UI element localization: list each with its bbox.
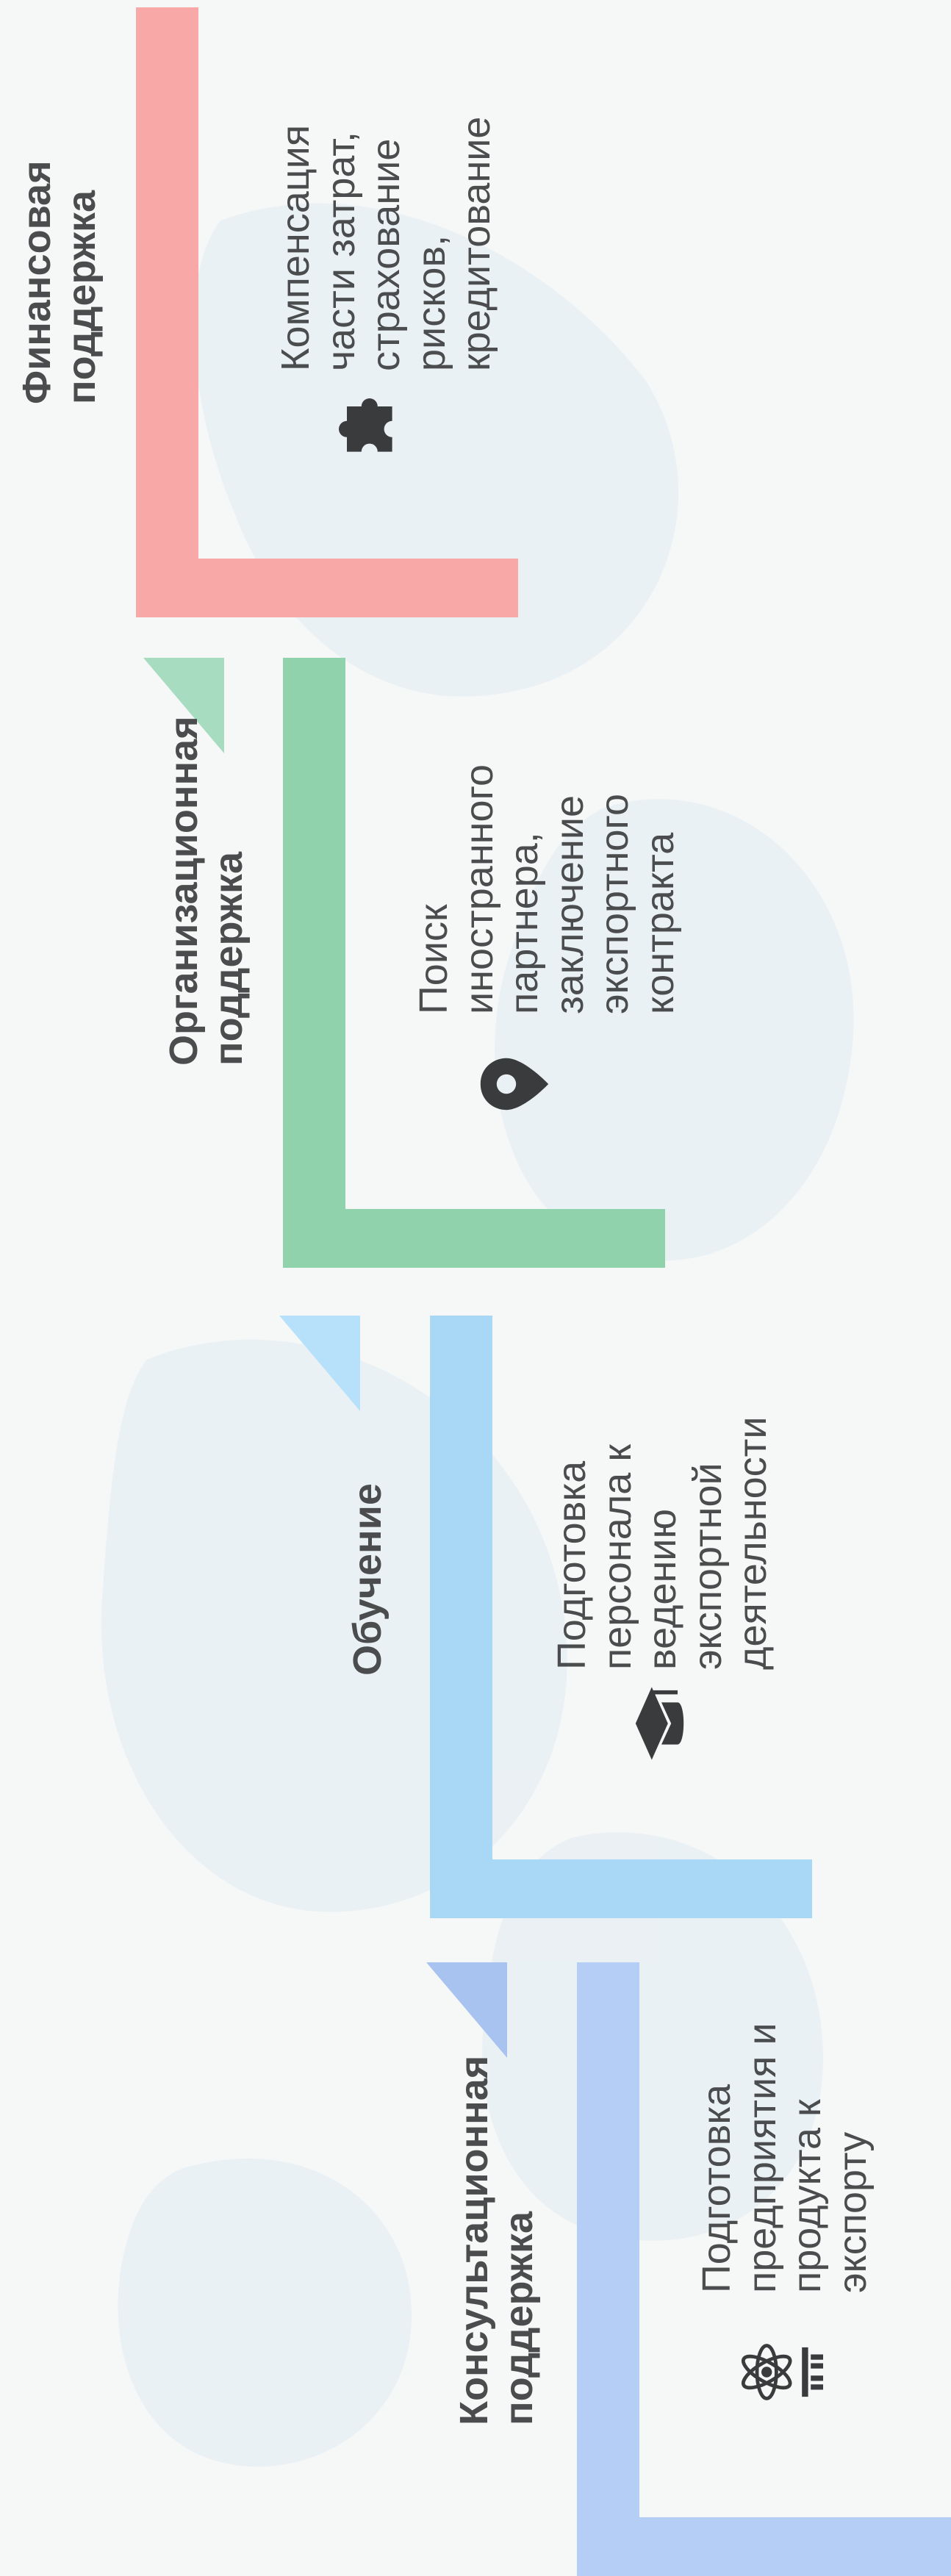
organizational-desc-line-1: Поиск	[412, 904, 456, 1014]
financial-title-line-2: поддержка	[60, 190, 104, 404]
organizational-desc-line-2: иностранного	[456, 764, 501, 1014]
financial-desc-line-1: Компенсация	[273, 124, 317, 371]
organizational-desc-line-4: заключение	[547, 794, 592, 1014]
training-desc-line-3: ведению	[640, 1509, 685, 1670]
organizational-bar-base	[283, 1209, 665, 1268]
organizational-desc-line-5: экспортного	[592, 793, 637, 1014]
consulting-title: Консультационная поддержка	[452, 2056, 542, 2425]
organizational-description: Поиск иностранного партнера, заключение …	[412, 764, 683, 1014]
consulting-desc-line-3: продукта к	[785, 2099, 830, 2293]
organizational-title-line-1: Организационная	[162, 716, 206, 1066]
training-desc-line-5: деятельности	[731, 1416, 775, 1670]
training-description: Подготовка персонала к ведению экспортно…	[550, 1416, 776, 1670]
training-bar-main	[430, 1316, 492, 1918]
training-title: Обучение	[345, 1483, 390, 1676]
consulting-desc-line-1: Подготовка	[695, 2084, 739, 2293]
puzzle-icon	[331, 382, 412, 463]
financial-bar-main	[136, 7, 198, 617]
consulting-desc-line-4: экспорту	[830, 2131, 875, 2293]
financial-desc-line-5: кредитование	[454, 116, 499, 371]
organizational-title: Организационная поддержка	[162, 716, 251, 1066]
organizational-title-line-2: поддержка	[207, 851, 251, 1066]
financial-desc-line-2: части затрат,	[318, 131, 363, 371]
map-pin-icon	[474, 1044, 555, 1124]
training-bar-base	[430, 1859, 812, 1918]
graduation-cap-icon	[621, 1683, 702, 1764]
consulting-bar-main	[577, 1962, 639, 2576]
financial-title-line-1: Финансовая	[15, 160, 59, 404]
financial-desc-line-4: рисков,	[409, 234, 453, 371]
financial-title: Финансовая поддержка	[15, 160, 104, 404]
organizational-bar-main	[283, 658, 345, 1268]
consulting-title-line-1: Консультационная	[452, 2055, 496, 2425]
training-bar	[279, 1316, 812, 1918]
consulting-bar	[426, 1962, 951, 2576]
consulting-title-line-2: поддержка	[497, 2211, 542, 2425]
training-desc-line-1: Подготовка	[550, 1460, 594, 1670]
consulting-bar-base	[577, 2517, 951, 2576]
consulting-tab	[426, 1962, 507, 2058]
financial-bar-base	[136, 559, 518, 617]
training-desc-line-4: экспортной	[685, 1463, 730, 1670]
consulting-desc-line-2: предприятия и	[739, 2023, 784, 2293]
organizational-desc-line-6: контракта	[637, 832, 682, 1014]
training-desc-line-2: персонала к	[595, 1444, 639, 1670]
financial-description: Компенсация части затрат, страхование ри…	[273, 117, 500, 371]
organizational-tab	[143, 658, 224, 753]
organizational-desc-line-3: партнера,	[502, 832, 547, 1014]
consulting-description: Подготовка предприятия и продукта к эксп…	[695, 2023, 875, 2293]
training-tab	[279, 1316, 360, 1411]
atom-award-icon	[735, 2322, 827, 2422]
organizational-bar	[143, 658, 665, 1268]
financial-bar	[136, 7, 518, 617]
financial-desc-line-3: страхование	[364, 138, 409, 371]
training-title-line-1: Обучение	[345, 1483, 390, 1676]
